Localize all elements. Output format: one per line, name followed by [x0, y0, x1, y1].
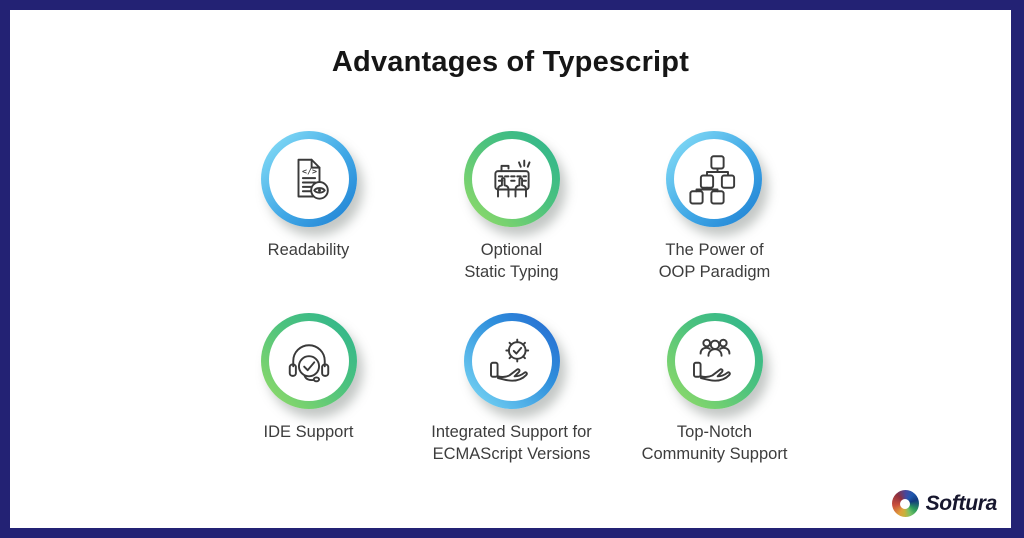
advantage-card-ide-support: IDE Support: [260, 313, 357, 495]
icon-ring-green: [463, 131, 560, 227]
advantages-grid: </> Readability: [207, 131, 816, 495]
advantage-card-oop: The Power of OOP Paradigm: [658, 131, 771, 313]
hand-gear-icon: [489, 338, 529, 382]
icon-ring-blue: </>: [260, 131, 357, 227]
advantage-card-static-typing: Optional Static Typing: [463, 131, 560, 313]
keyboard-typing-icon: [493, 159, 530, 198]
readability-document-eye-icon: </>: [297, 158, 329, 200]
advantage-label: Readability: [267, 241, 350, 259]
hand-community-icon: [692, 338, 731, 382]
headset-check-icon: [288, 344, 329, 383]
page-title: Advantages of Typescript: [331, 46, 690, 78]
infographic-canvas: Advantages of Typescript </>: [10, 10, 1011, 528]
softura-brand: Softura: [891, 490, 998, 517]
icon-ring-blue: [463, 313, 560, 409]
advantage-card-community: Top-Notch Community Support: [641, 313, 788, 495]
advantage-label: Integrated Support for ECMAScript Versio…: [431, 423, 592, 463]
svg-text:</>: </>: [302, 166, 317, 176]
softura-wordmark: Softura: [925, 491, 998, 515]
advantage-label: Top-Notch Community Support: [641, 423, 788, 463]
icon-ring-green: [666, 313, 763, 409]
icon-ring-blue: [666, 131, 763, 227]
advantage-label: Optional Static Typing: [464, 241, 559, 281]
oop-hierarchy-icon: [689, 155, 736, 205]
advantage-label: IDE Support: [263, 423, 354, 441]
softura-logo-icon: [891, 490, 919, 517]
icon-ring-green: [260, 313, 357, 409]
advantage-card-ecmascript: Integrated Support for ECMAScript Versio…: [431, 313, 592, 495]
advantage-label: The Power of OOP Paradigm: [658, 241, 771, 281]
advantage-card-readability: </> Readability: [260, 131, 357, 313]
